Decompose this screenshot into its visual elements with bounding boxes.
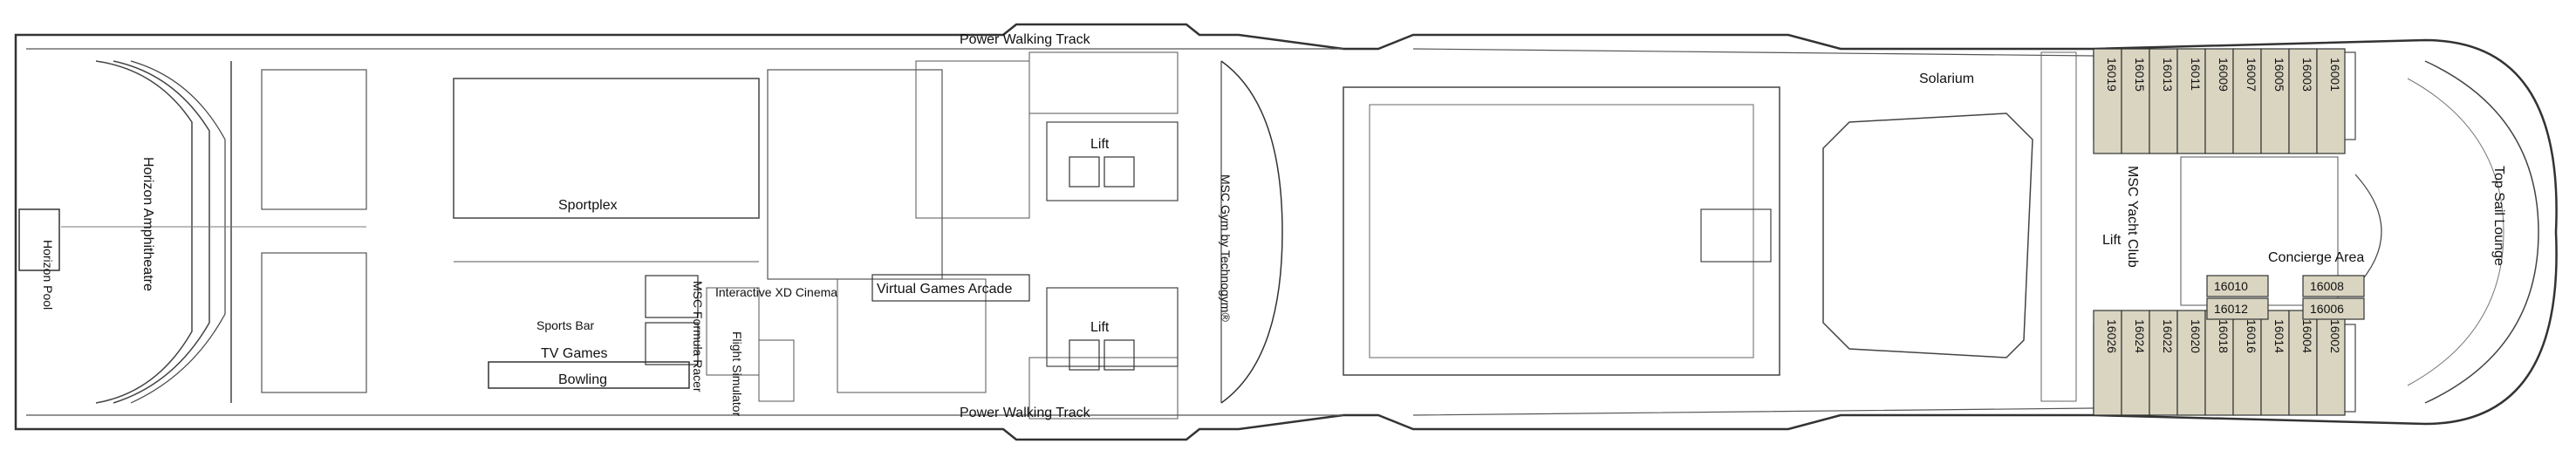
label-yacht-club: MSC Yacht Club	[2125, 166, 2140, 268]
top-sail-lounge-area	[2407, 60, 2539, 404]
label-solarium: Solarium	[1919, 72, 1974, 86]
cabin-number: 16014	[2272, 319, 2286, 353]
label-power-walking-bottom: Power Walking Track	[960, 406, 1091, 420]
hull-outline	[14, 23, 2558, 441]
cabin-number: 16006	[2310, 302, 2344, 316]
cabin-number: 16002	[2328, 319, 2342, 353]
cabin-number: 16020	[2189, 319, 2203, 353]
cabin-number: 16003	[2300, 58, 2314, 92]
cabin[interactable]	[2232, 310, 2262, 416]
label-flight-simulator: Flight Simulator	[730, 331, 744, 417]
cabin-number: 16024	[2133, 319, 2147, 353]
cabin[interactable]	[2288, 310, 2318, 416]
label-formula-racer: MSC Formula Racer	[691, 281, 705, 392]
cabin[interactable]	[2206, 297, 2269, 320]
cabin-number: 16009	[2217, 58, 2231, 92]
cabin-number: 16016	[2245, 319, 2258, 353]
cabins-top-group: 16019 16015 16013 16011 16009 16007 16005 16003…	[2093, 48, 2346, 154]
cabin[interactable]	[2093, 310, 2122, 416]
cabin-number: 16005	[2272, 58, 2286, 92]
pool-area	[1343, 86, 1780, 376]
cabin[interactable]	[2302, 297, 2365, 320]
label-bowling: Bowling	[558, 372, 607, 387]
cabin[interactable]	[2176, 48, 2206, 154]
cabin[interactable]	[2260, 48, 2290, 154]
cabin-number: 16011	[2189, 58, 2203, 91]
hull-inner-line	[26, 48, 2094, 416]
label-virtual-games-arcade: Virtual Games Arcade	[877, 282, 1012, 297]
cabins-middle-group: 16010 16012 16008 16006	[2206, 275, 2365, 320]
lift-icon	[1069, 339, 1135, 371]
cabin-number: 16022	[2161, 319, 2175, 353]
cabin-number: 16018	[2217, 319, 2231, 353]
cabin-number: 16010	[2214, 279, 2248, 293]
cabin[interactable]	[2176, 310, 2206, 416]
label-top-sail-lounge: Top Sail Lounge	[2491, 166, 2506, 266]
games-area	[488, 275, 795, 402]
label-sportplex: Sportplex	[558, 198, 618, 213]
label-tv-games: TV Games	[541, 346, 607, 361]
label-lift-yacht: Lift	[2102, 233, 2122, 248]
label-lift-upper: Lift	[1090, 137, 1110, 152]
cabin[interactable]	[2232, 48, 2262, 154]
lift-icon	[1069, 156, 1135, 188]
cabins-bottom-group: 16026 16024 16022 16020 16018 16016 16014 16004…	[2093, 310, 2346, 416]
label-lift-lower: Lift	[1090, 320, 1110, 335]
cabin-number: 16004	[2300, 319, 2314, 353]
horizon-amphitheatre-area	[18, 60, 367, 404]
label-msc-gym: MSC Gym by Technogym®	[1219, 174, 1233, 322]
label-concierge-area: Concierge Area	[2268, 250, 2364, 265]
label-xd-cinema: Interactive XD Cinema	[715, 285, 837, 299]
cabin[interactable]	[2093, 48, 2122, 154]
cabin[interactable]	[2316, 48, 2346, 154]
cabin-number: 16001	[2328, 58, 2342, 92]
label-horizon-amphitheatre: Horizon Amphitheatre	[140, 157, 155, 291]
cabin-number: 16007	[2245, 58, 2258, 92]
label-sports-bar: Sports Bar	[536, 318, 594, 332]
label-horizon-pool: Horizon Pool	[41, 240, 55, 310]
solarium-area	[1822, 51, 2077, 402]
cabin-number: 16026	[2105, 319, 2119, 353]
cabin[interactable]	[2302, 275, 2365, 297]
cabin[interactable]	[2260, 310, 2290, 416]
cabin-number: 16013	[2161, 58, 2175, 92]
cabin-number: 16012	[2214, 302, 2248, 316]
cabin-number: 16008	[2310, 279, 2344, 293]
cabin[interactable]	[2316, 310, 2346, 416]
central-block	[837, 51, 1283, 420]
cabin[interactable]	[2288, 48, 2318, 154]
cabin-number: 16015	[2133, 58, 2147, 92]
cabin-number: 16019	[2105, 58, 2119, 92]
cabin[interactable]	[2206, 275, 2269, 297]
label-power-walking-top: Power Walking Track	[960, 32, 1091, 47]
cabin[interactable]	[2149, 310, 2178, 416]
cabin[interactable]	[2121, 48, 2150, 154]
cabin[interactable]	[2204, 310, 2234, 416]
